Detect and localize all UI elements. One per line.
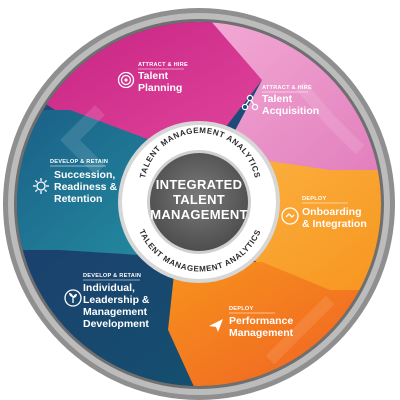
segment-title-line1: Onboarding	[302, 206, 362, 218]
segment-title-line2: Management	[229, 327, 294, 339]
category-label: ATTRACT & HIRE	[262, 85, 312, 91]
succession-block[interactable]: DEVELOP & RETAIN Succession, Readiness &…	[33, 159, 117, 205]
talent-planning-block[interactable]: ATTRACT & HIRE Talent Planning	[117, 62, 189, 94]
category-label: DEPLOY	[229, 306, 254, 312]
segment-title-line1: Performance	[229, 315, 293, 327]
segment-title-line4: Development	[83, 318, 149, 330]
performance-block[interactable]: DEPLOY Performance Management	[209, 306, 294, 339]
talent-acquisition-block[interactable]: ATTRACT & HIRE Talent Acquisition	[241, 85, 319, 117]
segment-title-line1: Individual,	[83, 282, 135, 294]
segment-title-line1: Talent	[138, 70, 169, 82]
handshake-icon	[281, 207, 299, 225]
core-circle	[150, 153, 248, 251]
segment-title-line2: & Integration	[302, 218, 367, 230]
center-title-line1: INTEGRATED	[156, 177, 243, 192]
category-label: DEVELOP & RETAIN	[50, 159, 108, 165]
segment-title-line2: Leadership &	[83, 294, 150, 306]
segment-title-line2: Planning	[138, 82, 182, 94]
target-icon	[117, 71, 135, 89]
segment-title-line2: Acquisition	[262, 105, 319, 117]
center-title-line3: MANAGEMENT	[150, 207, 248, 222]
category-label: DEPLOY	[302, 196, 327, 202]
network-icon	[241, 94, 259, 111]
segment-title-line1: Succession,	[54, 169, 115, 181]
segment-title-line2: Readiness &	[54, 181, 117, 193]
paper-plane-icon	[209, 319, 223, 332]
category-label: DEVELOP & RETAIN	[83, 273, 141, 279]
center-title-line2: TALENT	[173, 192, 225, 207]
segment-title-line1: Talent	[262, 93, 293, 105]
segment-title-line3: Retention	[54, 193, 102, 205]
sprout-icon	[64, 289, 82, 307]
onboarding-block[interactable]: DEPLOY Onboarding & Integration	[281, 196, 367, 230]
category-label: ATTRACT & HIRE	[138, 62, 188, 68]
development-block[interactable]: DEVELOP & RETAIN Individual, Leadership …	[64, 273, 150, 330]
segment-title-line3: Management	[83, 306, 148, 318]
gear-icon	[33, 178, 49, 194]
